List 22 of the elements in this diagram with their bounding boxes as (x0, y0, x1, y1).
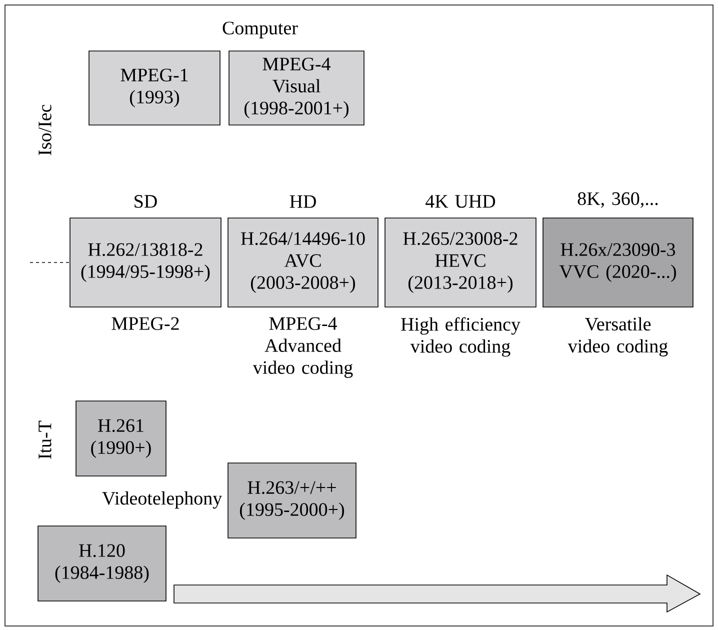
standard-box: H.263/+/++ (1995-2000+) (228, 462, 356, 538)
resolution-label: 8K, 360,... (578, 192, 658, 208)
group-label: Iso/Iec (38, 104, 52, 156)
standard-box: H.26x/23090-3 VVC (2020-...) (542, 218, 694, 308)
resolution-label: HD (290, 195, 316, 208)
standard-name: High efficiency video coding (401, 317, 520, 357)
resolution-label: 4K UHD (426, 195, 496, 208)
text-label: Computer (222, 22, 298, 38)
connector-line (30, 262, 70, 263)
standard-box: H.261 (1990+) (76, 400, 166, 476)
resolution-label: SD (134, 195, 157, 208)
standard-box: MPEG-4 Visual (1998-2001+) (228, 50, 364, 126)
standard-box: H.120 (1984-1988) (38, 526, 166, 602)
standard-name: Versatile video coding (568, 317, 668, 356)
standard-box: MPEG-1 (1993) (88, 50, 220, 126)
standard-box: H.264/14496-10 AVC (2003-2008+) (228, 218, 378, 308)
group-label: Itu-T (38, 420, 52, 459)
standard-name: MPEG-4 Advanced video coding (252, 317, 353, 378)
standard-box: H.265/23008-2 HEVC (2013-2018+) (384, 218, 536, 308)
standard-box: H.262/13818-2 (1994/95-1998+) (70, 218, 222, 308)
text-label: Videotelephony (102, 491, 222, 509)
standard-name: MPEG-2 (112, 317, 179, 330)
